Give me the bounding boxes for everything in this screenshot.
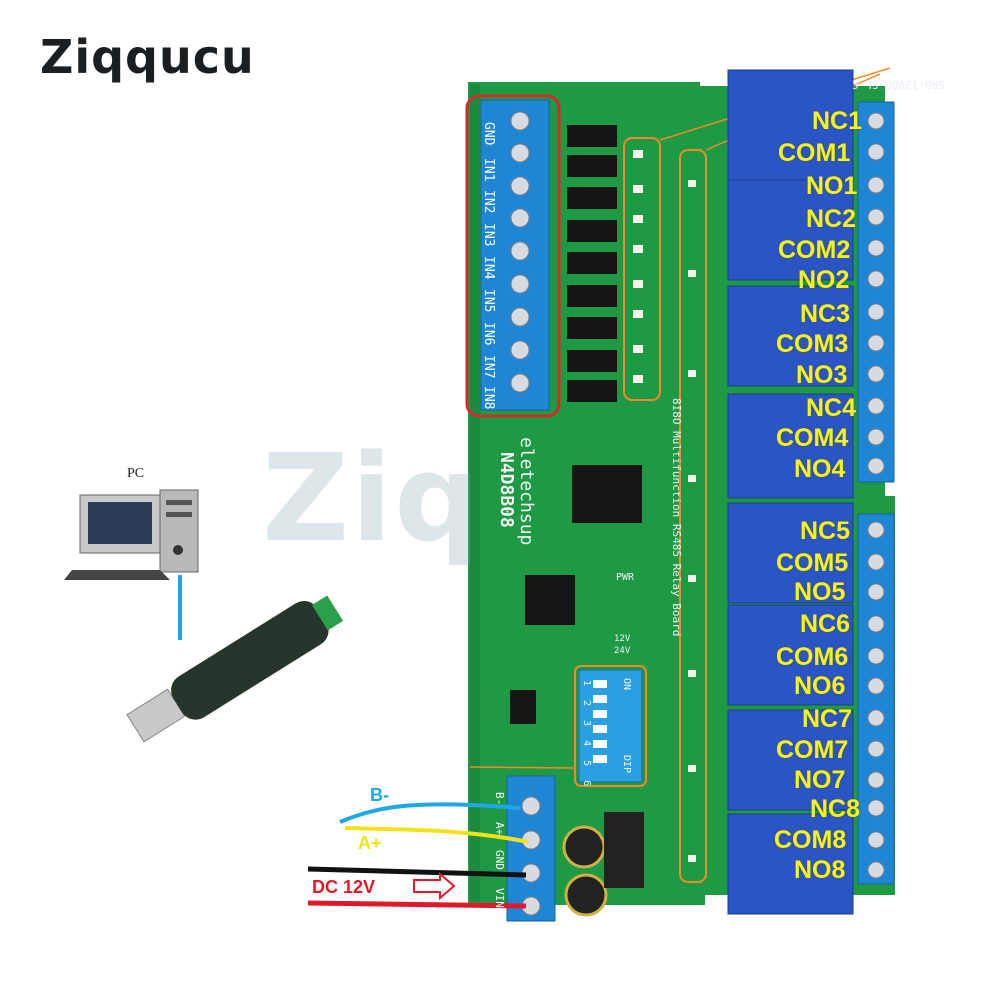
relay-label-nc6: NC6 [800,610,851,638]
relay-label-no1: NO1 [806,172,858,200]
wire-gnd [307,866,527,878]
wire-label-a: A+ [358,833,382,853]
input-screws [510,111,530,393]
relay-terminal-lower [857,513,895,885]
relay-label-com8: COM8 [774,826,847,854]
output-leds [688,180,696,862]
relay-label-nc3: NC3 [800,300,851,328]
rs485-ic [572,465,642,523]
relay-label-no2: NO2 [798,266,850,294]
power-terminal-gnd: GND [493,850,506,870]
mcu-chip [525,575,575,625]
power-terminal-a: A+ [493,822,506,836]
dip-on-label: ON [621,678,632,691]
wire-a-plus [344,826,529,844]
wire-b-minus [339,802,521,824]
input-terminal-in1: IN1 [481,158,496,182]
usb-adapter [126,595,344,743]
relay-label-com5: COM5 [776,549,849,577]
input-terminal-in7: IN7 [481,355,496,379]
power-terminal-b: B- [493,792,506,806]
relay-label-com3: COM3 [776,330,849,358]
arrow-icon [413,871,456,901]
relay-label-nc1: NC1 [812,107,863,135]
pc-label: PC [127,466,145,481]
relay-label-com6: COM6 [776,643,849,671]
input-led-highlight [623,137,661,401]
relay-label-no6: NO6 [794,672,846,700]
input-terminal-in3: IN3 [481,223,496,247]
board-description: 8I8O Multifunction RS485 Relay Board [670,398,683,637]
relay-label-no3: NO3 [796,361,848,389]
input-terminal-in8: IN8 [481,386,496,410]
dip-dip-label: DIP [621,755,632,774]
wire-label-dc: DC 12V [312,877,376,897]
relay-label-no5: NO5 [794,578,846,606]
relay-label-nc2: NC2 [806,205,857,233]
power-terminal-vin: VIN [493,888,506,908]
board-brand: eletechsup [516,437,537,546]
relay-label-com2: COM2 [778,236,851,264]
small-ic [510,690,536,724]
wire-vin [307,900,527,909]
relay-label-nc4: NC4 [806,394,857,422]
watermark: Ziq [262,430,483,569]
relay-label-nc8: NC8 [810,795,861,823]
pc-illustration [64,489,199,580]
output-led-highlight [679,149,707,883]
input-leds [633,150,643,383]
relays [727,69,854,915]
brand-logo: Ziqqucu [40,30,255,84]
input-highlight [465,94,561,418]
dip-numbers: 1 2 3 4 5 6 [581,680,592,791]
voltage-regulator [604,812,644,888]
relay-label-no4: NO4 [794,455,846,483]
optocouplers [567,125,617,402]
relay-label-com1: COM1 [778,139,851,167]
v24-label: 24V [614,646,631,656]
capacitor [562,825,606,869]
relay-label-no8: NO8 [794,856,846,884]
brand-text: Ziqqucu [40,30,255,84]
dip-switch [578,669,643,783]
relay-label-com7: COM7 [776,736,849,764]
relay-label-nc7: NC7 [802,705,853,733]
relay-terminal-upper [857,101,895,483]
wire-label-b: B- [370,785,389,805]
relay-label-no7: NO7 [794,766,846,794]
relay-label-nc5: NC5 [800,517,851,545]
relay-model-text: SRD-12VDC-SL-C [852,78,945,91]
input-terminal-in2: IN2 [481,190,496,214]
relay-label-com4: COM4 [776,424,849,452]
input-terminal-in6: IN6 [481,322,496,346]
v12-label: 12V [614,634,631,644]
input-terminal-in4: IN4 [481,256,496,280]
input-terminal-gnd: GND [481,122,496,146]
input-terminal-in5: IN5 [481,289,496,313]
capacitor [564,873,608,917]
pwr-label: PWR [616,572,635,583]
board-model: N4D8B08 [496,452,517,528]
